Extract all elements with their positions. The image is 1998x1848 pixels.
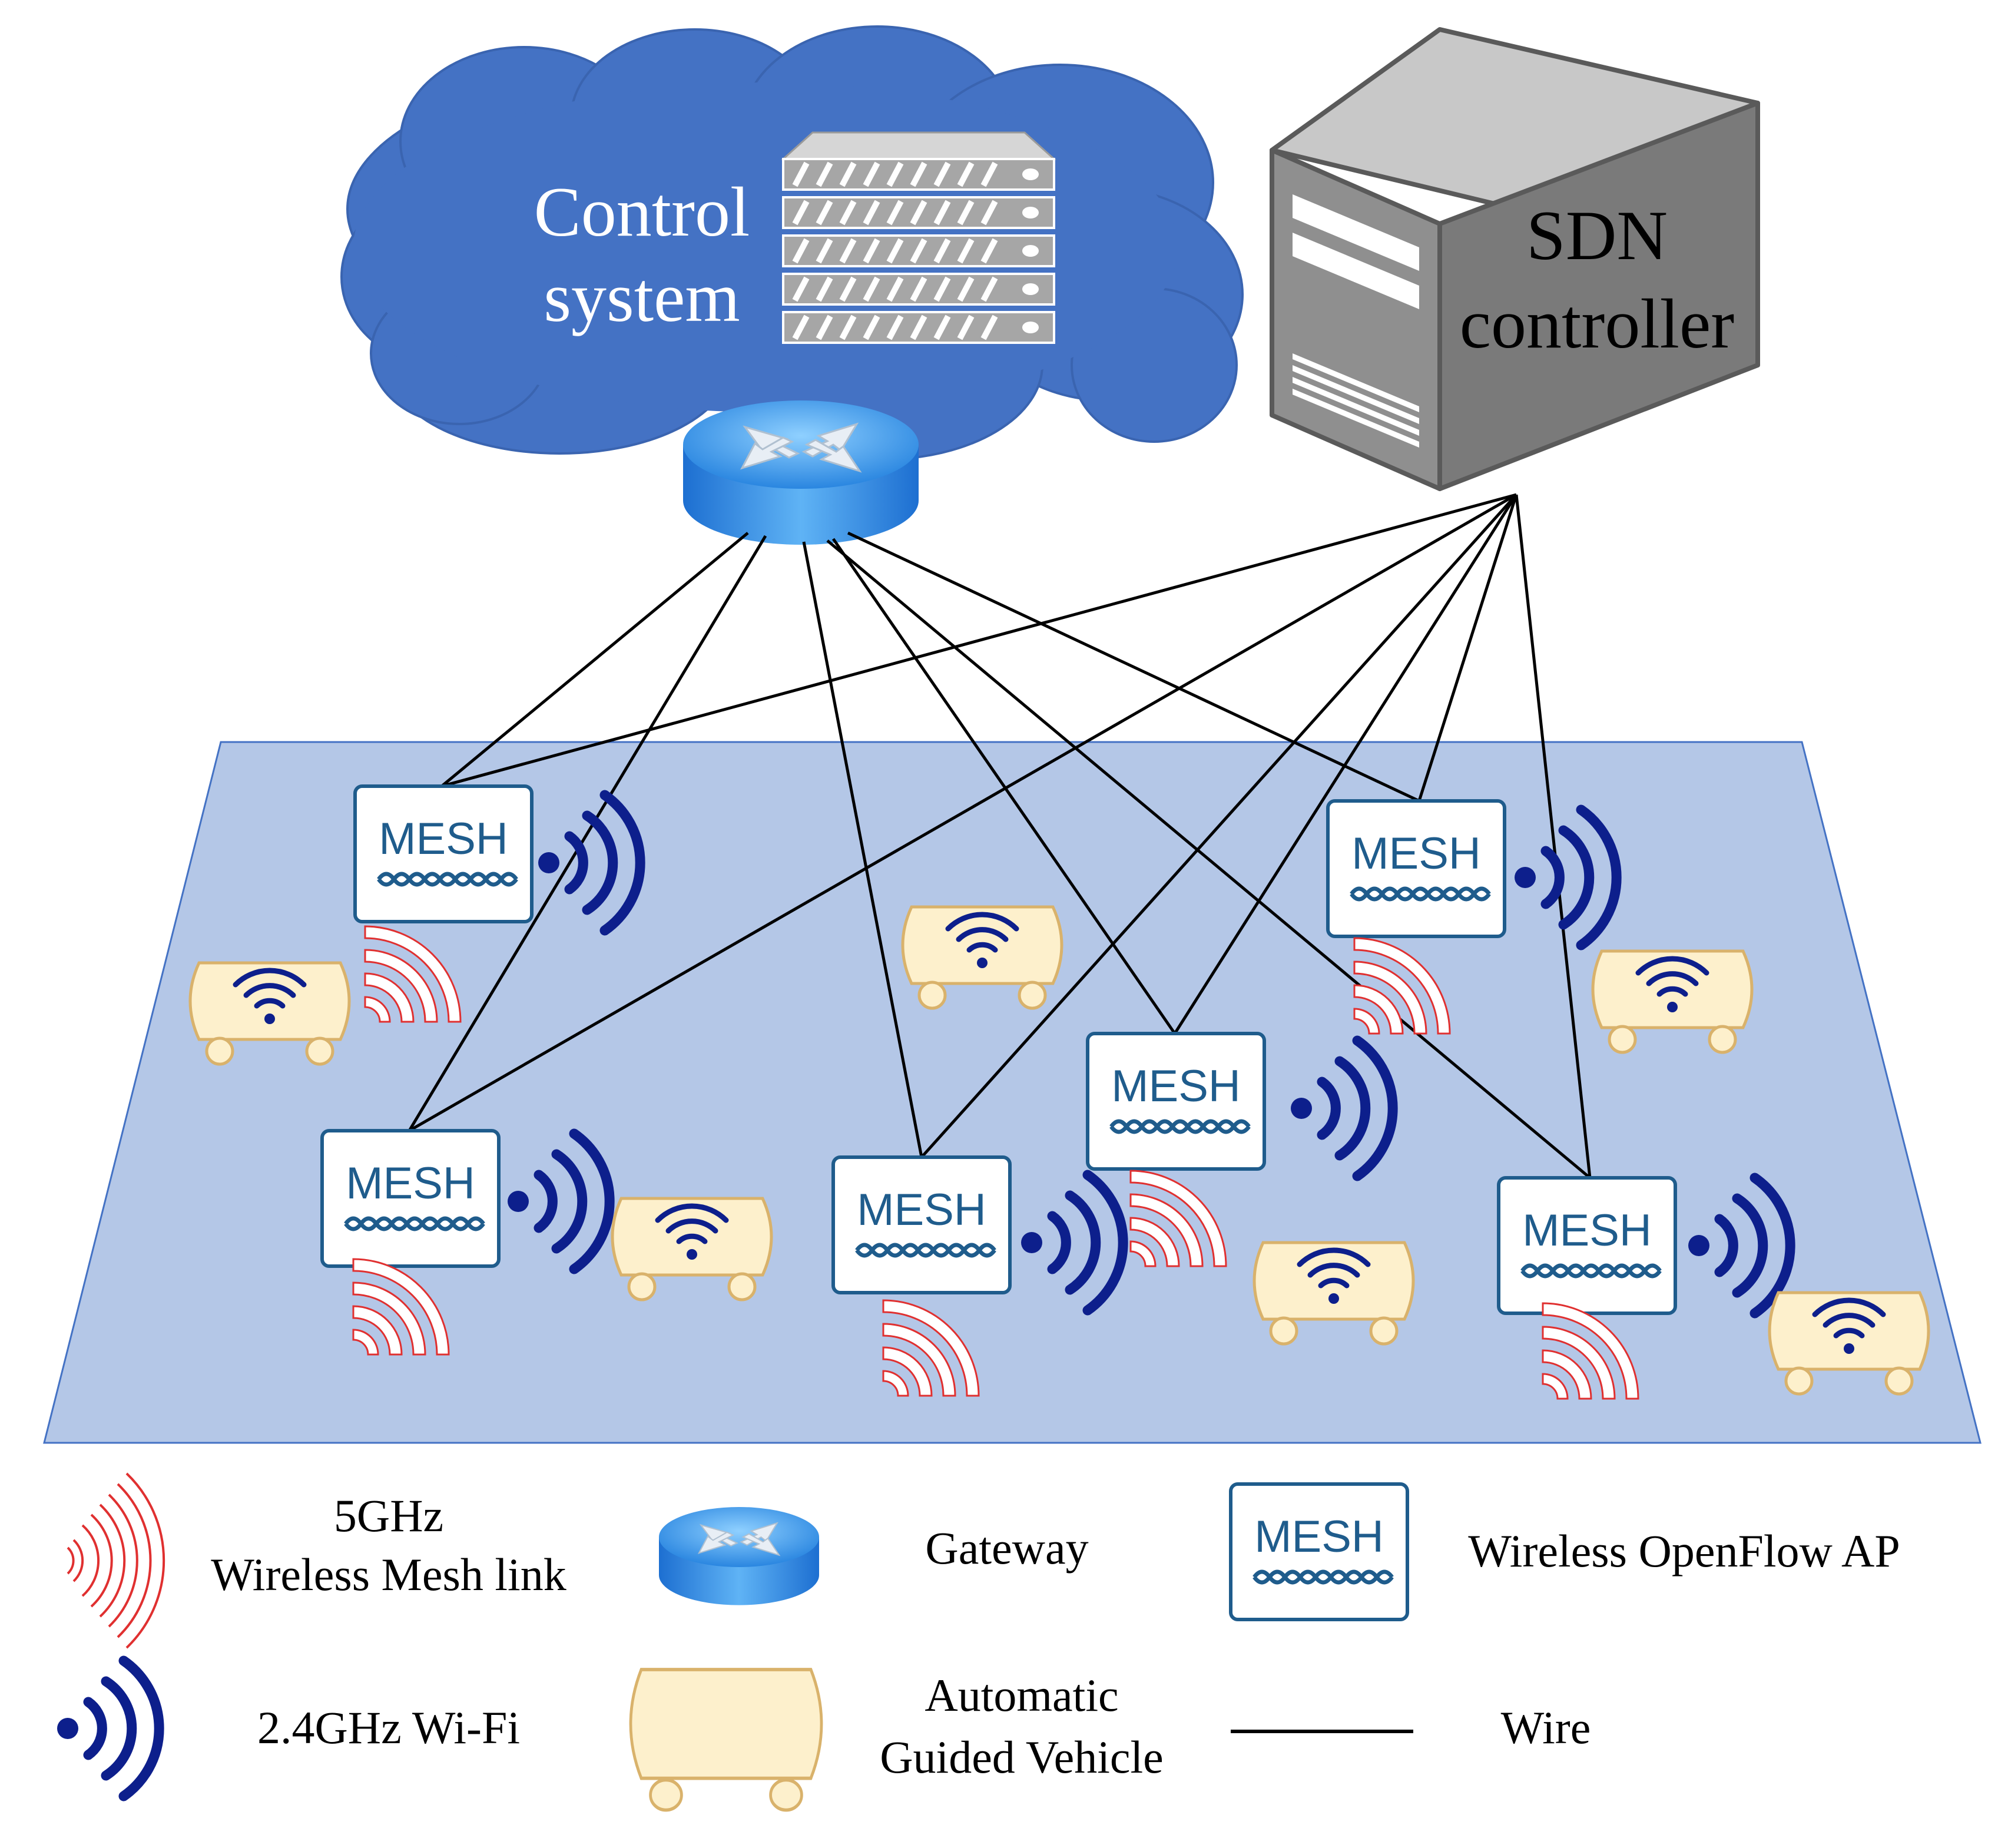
legend-mesh-link-label-line2: Wireless Mesh link bbox=[211, 1549, 566, 1600]
wires bbox=[407, 493, 1592, 1179]
legend: 5GHz Wireless Mesh link Gateway MESH Wir… bbox=[57, 1472, 1900, 1812]
legend-openflow-ap-label: Wireless OpenFlow AP bbox=[1468, 1525, 1900, 1577]
legend-wifi-icon bbox=[57, 1661, 159, 1796]
legend-openflow-ap-mesh-label: MESH bbox=[1254, 1512, 1384, 1562]
legend-gateway-label: Gateway bbox=[925, 1522, 1088, 1574]
mesh-ap-1-label: MESH bbox=[379, 814, 508, 864]
mesh-ap-5-label: MESH bbox=[857, 1185, 986, 1235]
factory-floor bbox=[43, 741, 1982, 1444]
legend-agv-icon bbox=[629, 1668, 823, 1812]
legend-wifi-label: 2.4GHz Wi-Fi bbox=[257, 1702, 520, 1753]
legend-wire-label: Wire bbox=[1501, 1702, 1591, 1753]
mesh-ap-4-label: MESH bbox=[346, 1158, 475, 1208]
mesh-ap-6: MESH bbox=[1499, 1178, 1675, 1313]
sdn-controller-server-icon: SDN controller bbox=[1270, 27, 1760, 491]
gateway-router-icon bbox=[682, 399, 920, 546]
legend-mesh-link-label-line1: 5GHz bbox=[334, 1490, 443, 1541]
legend-agv-label-line1: Automatic bbox=[925, 1670, 1118, 1721]
legend-agv-label-line2: Guided Vehicle bbox=[880, 1731, 1164, 1783]
sdn-controller-label-line1: SDN bbox=[1526, 196, 1668, 274]
mesh-ap-2: MESH bbox=[1328, 801, 1505, 936]
sdn-controller-label-line2: controller bbox=[1460, 284, 1734, 363]
legend-gateway-icon bbox=[658, 1506, 820, 1606]
cloud-title-line2: system bbox=[544, 258, 740, 336]
legend-openflow-ap-icon: MESH bbox=[1231, 1484, 1407, 1620]
mesh-ap-5: MESH bbox=[833, 1157, 1010, 1293]
mesh-ap-3-label: MESH bbox=[1111, 1061, 1241, 1111]
rack-server-icon bbox=[781, 131, 1056, 344]
mesh-ap-6-label: MESH bbox=[1522, 1205, 1652, 1256]
mesh-ap-4: MESH bbox=[322, 1131, 499, 1266]
mesh-ap-3: MESH bbox=[1088, 1034, 1264, 1169]
mesh-ap-1: MESH bbox=[355, 786, 532, 922]
mesh-ap-2-label: MESH bbox=[1351, 829, 1481, 879]
legend-mesh-link-icon bbox=[67, 1472, 165, 1649]
cloud-title-line1: Control bbox=[534, 173, 750, 251]
